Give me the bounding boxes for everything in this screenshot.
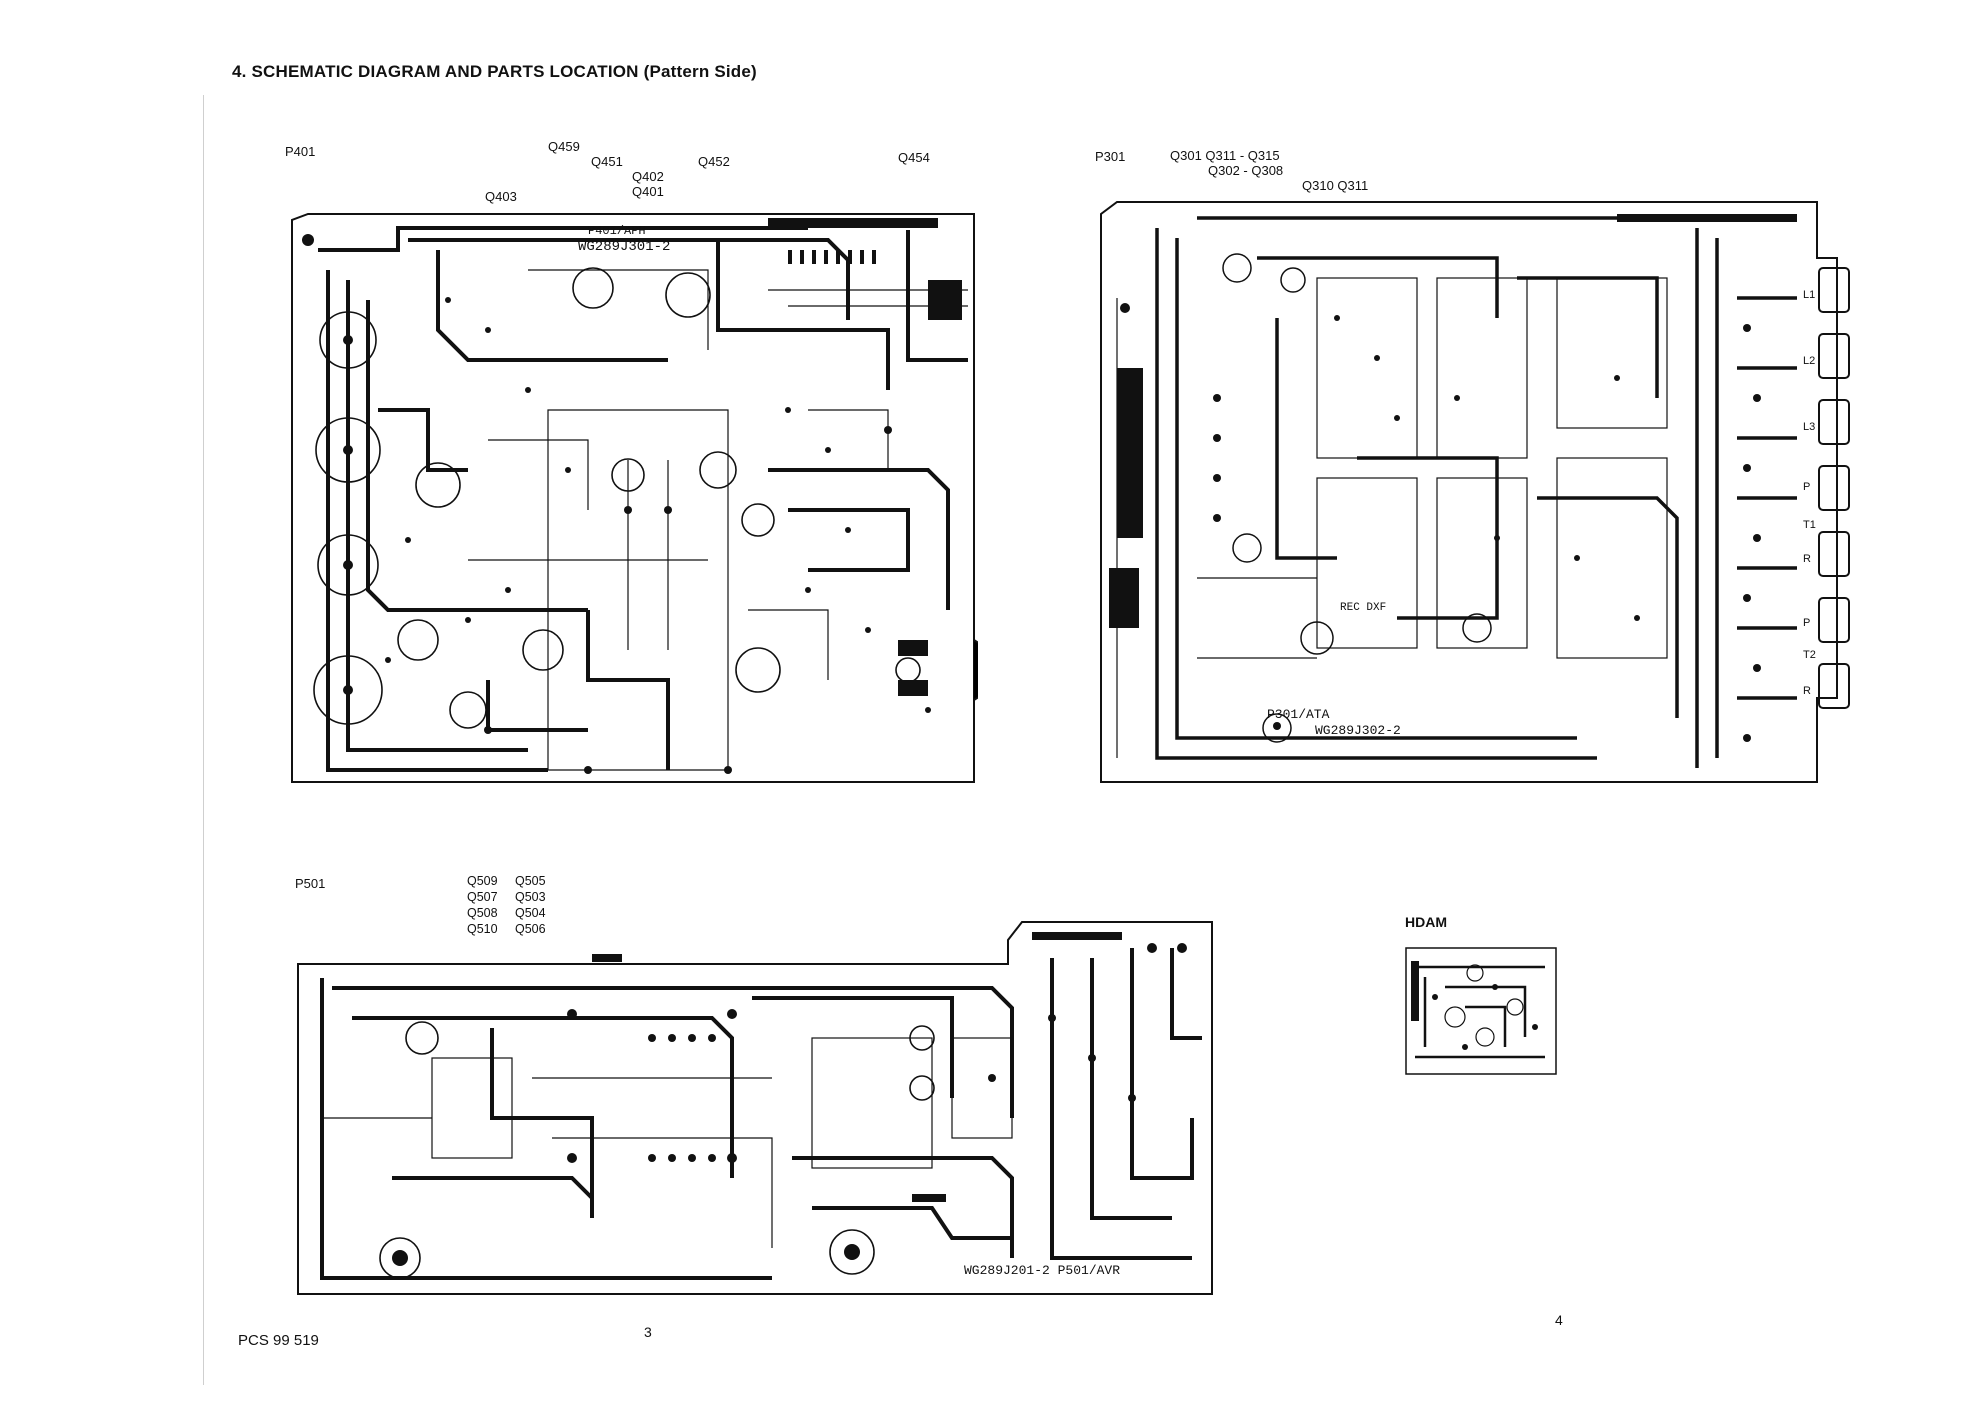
jack-label-l3: L3	[1803, 421, 1815, 433]
fold-line	[203, 95, 204, 1385]
rec-dxf-text: REC DXF	[1340, 602, 1386, 614]
q451-label: Q451	[591, 154, 623, 169]
p301-board-label: P301	[1095, 149, 1126, 164]
q509-label: Q509	[467, 874, 498, 888]
page-number-left: 3	[644, 1324, 652, 1340]
q459-label: Q459	[548, 139, 580, 154]
p501-board-id: WG289J201-2 P501/AVR	[964, 1263, 1120, 1278]
q454-label: Q454	[898, 150, 930, 165]
q508-label: Q508	[467, 906, 498, 920]
page-title: 4. SCHEMATIC DIAGRAM AND PARTS LOCATION …	[232, 62, 757, 81]
jack-label-t1: T1	[1803, 519, 1816, 531]
hdam-label: HDAM	[1405, 914, 1447, 930]
jack-label-r1: R	[1803, 553, 1811, 565]
hdam-board	[1405, 947, 1557, 1075]
q301-q315-label: Q301 Q311 - Q315	[1170, 148, 1280, 163]
jack-label-l2: L2	[1803, 355, 1815, 367]
page-number-right: 4	[1555, 1312, 1563, 1328]
jack-label-p1: P	[1803, 481, 1810, 493]
p401-board: WG289J301-2 P401/APH	[288, 210, 978, 790]
p401-board-id: WG289J301-2	[578, 239, 670, 255]
q504-label: Q504	[515, 906, 546, 920]
jack-label-r2: R	[1803, 685, 1811, 697]
p401-board-label: P401	[285, 144, 316, 159]
p401-model-text: P401/APH	[588, 224, 646, 238]
q506-label: Q506	[515, 922, 546, 936]
q302-q308-label: Q302 - Q308	[1208, 163, 1284, 178]
p501-board-label: P501	[295, 876, 326, 891]
p301-board: L1 L2 L3 P T1 R P T2 R REC DXF P301/ATA …	[1097, 198, 1857, 788]
q503-label: Q503	[515, 890, 546, 904]
q401-label: Q401	[632, 184, 664, 199]
p501-q-col2: Q505 Q503 Q504 Q506	[515, 873, 546, 937]
jack-label-l1: L1	[1803, 289, 1815, 301]
jack-label-p2: P	[1803, 617, 1810, 629]
p501-board: WG289J201-2 P501/AVR	[292, 918, 1214, 1300]
q510-label: Q510	[467, 922, 498, 936]
q505-label: Q505	[515, 874, 546, 888]
q402-label: Q402	[632, 169, 664, 184]
doc-code: PCS 99 519	[238, 1332, 319, 1349]
q403-label: Q403	[485, 189, 517, 204]
p301-board-id: WG289J302-2	[1315, 723, 1401, 738]
p501-q-col1: Q509 Q507 Q508 Q510	[467, 873, 498, 937]
p301-model-text: P301/ATA	[1267, 707, 1330, 722]
jack-label-t2: T2	[1803, 649, 1816, 661]
q507-label: Q507	[467, 890, 498, 904]
q310-q311-label: Q310 Q311	[1302, 178, 1369, 193]
q452-label: Q452	[698, 154, 730, 169]
